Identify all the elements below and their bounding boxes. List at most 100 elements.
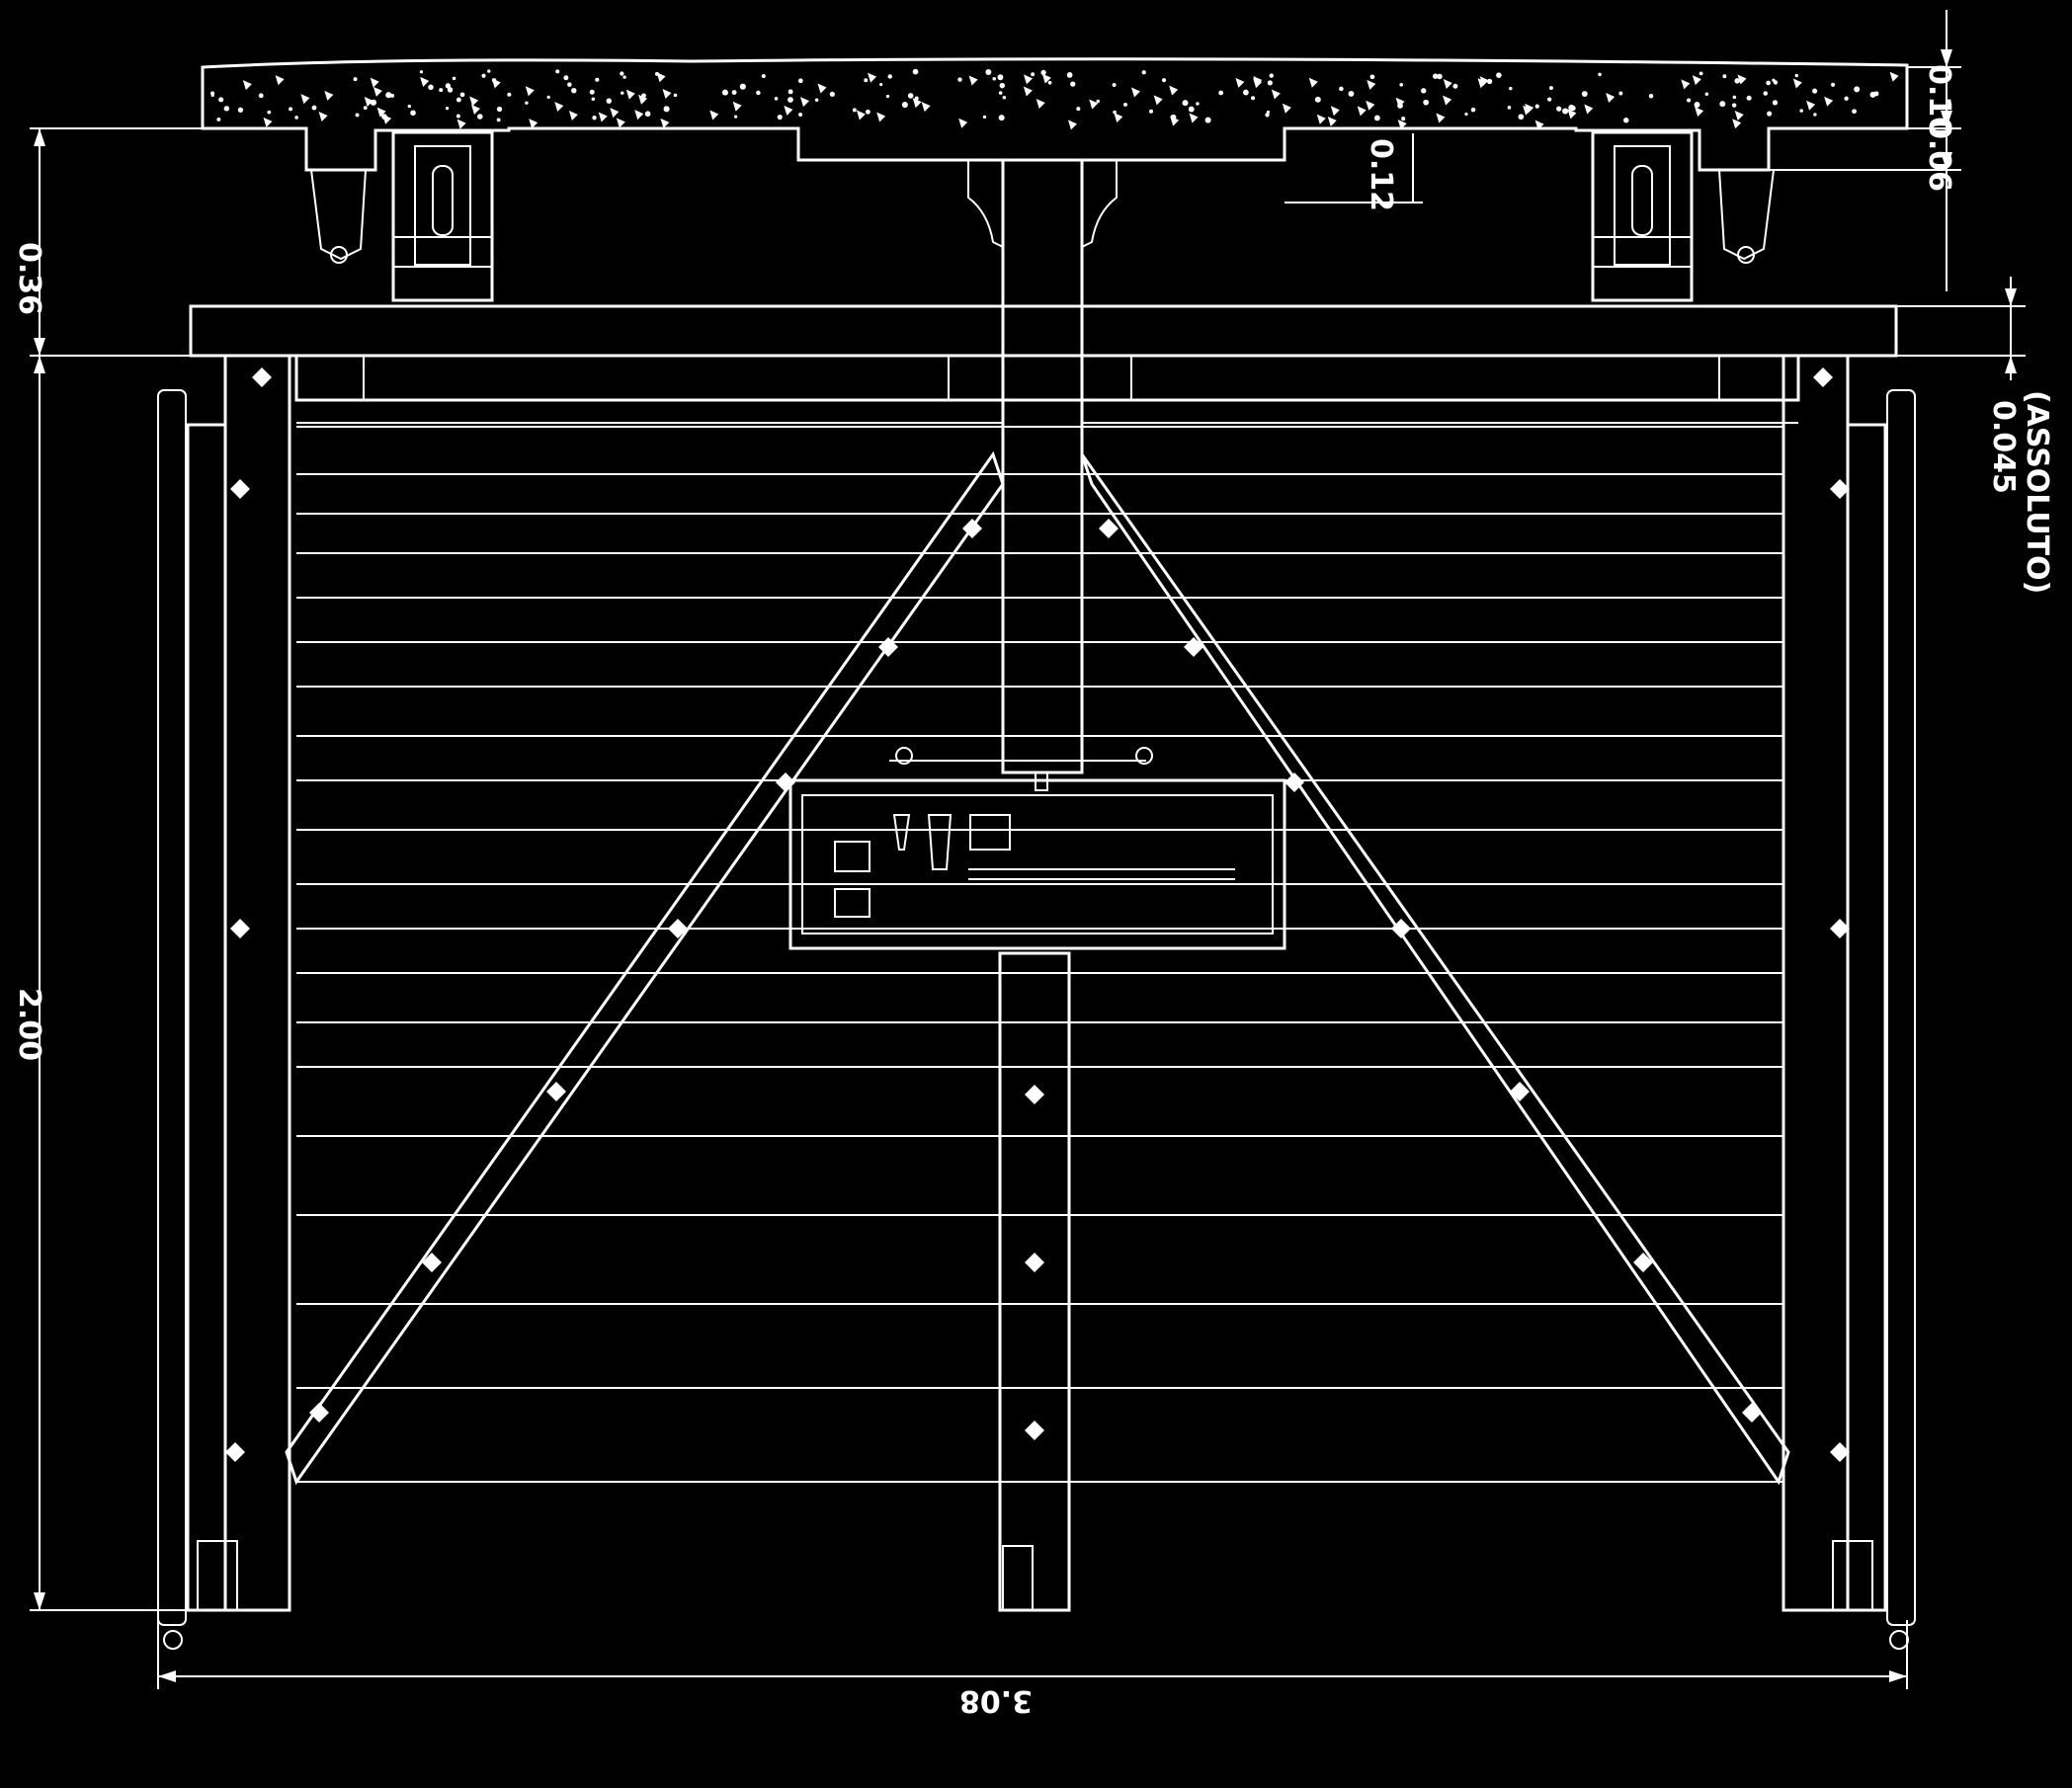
gravel-stone (1806, 100, 1816, 111)
gravel-dot (1452, 83, 1458, 89)
gravel-dot (1076, 107, 1081, 112)
gravel-stone (420, 76, 430, 87)
gravel-dot (1437, 73, 1443, 80)
gravel-dot (1373, 115, 1380, 122)
gravel-dot (477, 114, 483, 120)
gravel-stone (799, 97, 809, 108)
gravel-stone (364, 96, 373, 107)
gravel-dot (223, 106, 230, 112)
gravel-dot (1348, 90, 1355, 97)
gravel-dot (546, 95, 550, 100)
gravel-dot (592, 116, 597, 121)
bolt (1633, 1253, 1653, 1272)
gravel-stone (275, 75, 285, 86)
gravel-dot (1170, 114, 1177, 121)
gravel-stone (1282, 103, 1291, 114)
gravel-stone (376, 107, 386, 118)
gravel-stone (1732, 119, 1742, 129)
gravel-stone (324, 90, 334, 101)
gravel-dot (370, 99, 377, 106)
gravel-dot (1694, 102, 1700, 108)
gravel-dot (525, 101, 529, 105)
gravel-dot (289, 107, 293, 112)
gravel-dot (1746, 95, 1752, 101)
gravel-dot (721, 89, 728, 96)
gravel-stone (1567, 109, 1577, 120)
gravel-dot (1830, 82, 1836, 87)
gravel-stone (634, 110, 644, 121)
gravel-stone (1357, 106, 1367, 117)
gravel-dot (258, 93, 264, 99)
gravel-dot (363, 106, 368, 111)
gravel-dot (555, 69, 560, 74)
gravel-dot (209, 91, 215, 96)
gravel-dot (1509, 86, 1513, 91)
gravel-dot (1265, 113, 1270, 118)
gravel-dot (267, 110, 272, 115)
gravel-dot (1188, 106, 1195, 113)
gravel-stone (1114, 113, 1123, 123)
gravel-stone (958, 118, 968, 128)
gravel-dot (216, 117, 221, 122)
gravel-dot (294, 116, 298, 120)
bolt (309, 1403, 329, 1422)
gravel-dot (1852, 109, 1857, 115)
gravel-dot (1486, 78, 1493, 85)
gravel-dot (814, 98, 819, 103)
gravel-stone (1366, 100, 1375, 111)
gravel-dot (1002, 96, 1007, 100)
gravel-stone (1734, 111, 1744, 122)
gravel-dot (1141, 70, 1146, 75)
gravel-stone (1169, 85, 1179, 96)
gravel-stone (732, 101, 742, 112)
bolt (1025, 1253, 1044, 1272)
gravel-stone (598, 112, 608, 122)
gravel-stone (318, 112, 328, 122)
gravel-dot (445, 83, 452, 89)
gravel-stone (921, 102, 931, 113)
gravel-dot (1162, 78, 1167, 83)
gravel-stone (1130, 87, 1140, 98)
gravel-stone (968, 75, 978, 86)
gravel-stone (1271, 89, 1281, 100)
gravel-dot (1581, 91, 1588, 97)
gravel-dot (1548, 86, 1553, 91)
gravel-texture (209, 68, 1899, 130)
gravel-dot (998, 115, 1005, 122)
gravel-stone (1695, 107, 1704, 118)
gravel-dot (1242, 89, 1249, 96)
gravel-stone (1330, 106, 1340, 117)
gravel-dot (901, 102, 908, 109)
gravel-dot (1813, 113, 1817, 117)
gravel-dot (1267, 80, 1273, 86)
gravel-dot (620, 71, 624, 76)
right-side-post (1782, 354, 1916, 1650)
gravel-stone (300, 94, 310, 105)
gravel-dot (1070, 81, 1076, 87)
gravel-dot (1562, 108, 1569, 115)
bolt (1830, 919, 1850, 938)
gravel-dot (1812, 88, 1818, 94)
gravel-dot (563, 75, 569, 81)
gravel-dot (673, 93, 678, 98)
gravel-stone (1327, 116, 1337, 126)
left-side-post (157, 354, 291, 1650)
left-rail-housing (310, 130, 494, 302)
gravel-dot (1732, 95, 1737, 100)
gravel-dot (797, 78, 803, 84)
gravel-dot (1369, 74, 1375, 80)
gravel-stone (1889, 71, 1899, 82)
gravel-dot (1618, 91, 1623, 96)
gravel-stone (1824, 96, 1834, 107)
gravel-dot (567, 82, 572, 87)
gravel-dot (456, 114, 460, 119)
gravel-dot (982, 115, 987, 120)
gravel-dot (879, 82, 883, 87)
dim-gap: 0.045 (1986, 400, 2021, 494)
pavement-slab (201, 57, 1909, 172)
gravel-dot (218, 97, 224, 103)
gravel-dot (507, 92, 512, 97)
gravel-dot (734, 115, 738, 119)
gravel-stone (1681, 79, 1691, 90)
